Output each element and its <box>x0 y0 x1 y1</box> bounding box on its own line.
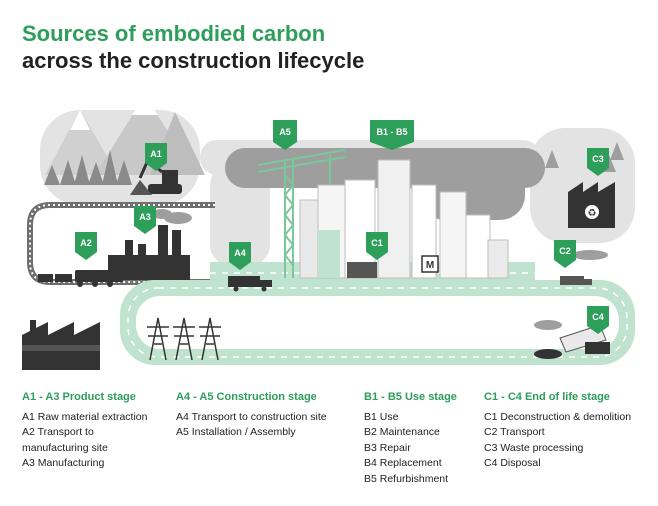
title-line-2: across the construction lifecycle <box>22 48 365 73</box>
power-pylons <box>147 317 221 361</box>
dumping-truck-c4 <box>534 320 610 359</box>
legend-item: C2 Transport <box>484 426 545 438</box>
tag-a3: A3 <box>134 206 156 234</box>
legend-item: A4 Transport to construction site <box>176 410 327 423</box>
mountains <box>45 95 205 175</box>
legend-item: A3 Manufacturing <box>22 457 105 469</box>
tag-c1-marker: C1 <box>366 232 388 260</box>
tag-a4: A4 <box>229 242 251 270</box>
svg-text:A5: A5 <box>279 127 291 137</box>
legend-item: A2 Transport to <box>22 426 94 438</box>
legend-end-of-life-stage: C1 - C4 End of life stage C1 Deconstruct… <box>484 390 631 472</box>
legend-use-stage: B1 - B5 Use stage B1 Use B2 Maintenance … <box>364 390 457 487</box>
tower-crane <box>257 149 346 278</box>
svg-text:A3: A3 <box>139 212 151 222</box>
legend-item: B5 Refurbishment <box>364 472 449 485</box>
metro-sign: M <box>421 255 439 273</box>
legend-item: C3 Waste processing <box>484 441 584 454</box>
legend-heading: A4 - A5 Construction stage <box>176 391 317 403</box>
legend-item: C4 Disposal <box>484 457 541 469</box>
legend-item: A5 Installation / Assembly <box>176 426 296 438</box>
forest-trees <box>44 150 132 185</box>
factory-left <box>22 320 100 370</box>
legend-item: B3 Repair <box>364 441 411 454</box>
tag-c4: C4 <box>587 306 609 334</box>
delivery-truck <box>228 276 272 292</box>
tag-b1-b5: B1 - B5 <box>370 120 414 150</box>
tag-c3: C3 <box>587 148 609 176</box>
legend-item: manufacturing site <box>22 441 108 454</box>
legend-heading: A1 - A3 Product stage <box>22 391 136 403</box>
title-line-1: Sources of embodied carbon <box>22 21 326 46</box>
legend-item: C1 Deconstruction & demolition <box>484 410 632 423</box>
svg-text:C4: C4 <box>592 312 604 322</box>
svg-text:B1 - B5: B1 - B5 <box>376 127 407 137</box>
legend-product-stage: A1 - A3 Product stage A1 Raw material ex… <box>22 390 147 472</box>
legend-construction-stage: A4 - A5 Construction stage A4 Transport … <box>176 390 327 441</box>
legend-heading: B1 - B5 Use stage <box>364 391 457 403</box>
recycle-icon: ♻ <box>588 208 597 219</box>
legend-item: B4 Replacement <box>364 457 442 469</box>
tag-c1-label: C1 <box>371 238 383 248</box>
lifecycle-illustration: M ♻ A1 <box>22 95 635 370</box>
dump-truck-c2 <box>560 250 608 285</box>
svg-text:C3: C3 <box>592 154 604 164</box>
legend-item: B1 Use <box>364 410 399 423</box>
metro-label: M <box>426 260 434 271</box>
legend-item: B2 Maintenance <box>364 426 440 438</box>
svg-text:A1: A1 <box>150 149 162 159</box>
train <box>38 262 123 287</box>
tag-a5: A5 <box>273 120 297 150</box>
legend-item: A1 Raw material extraction <box>22 410 148 423</box>
svg-text:C2: C2 <box>559 246 571 256</box>
legend-heading: C1 - C4 End of life stage <box>484 391 610 403</box>
tag-a2: A2 <box>75 232 97 260</box>
svg-text:A2: A2 <box>80 238 92 248</box>
recycling-plant: ♻ <box>568 182 615 228</box>
tag-c2: C2 <box>554 240 576 268</box>
city-buildings <box>299 159 509 279</box>
svg-text:A4: A4 <box>234 248 246 258</box>
page-title: Sources of embodied carbon across the co… <box>22 20 364 74</box>
tag-a1: A1 <box>145 143 167 171</box>
